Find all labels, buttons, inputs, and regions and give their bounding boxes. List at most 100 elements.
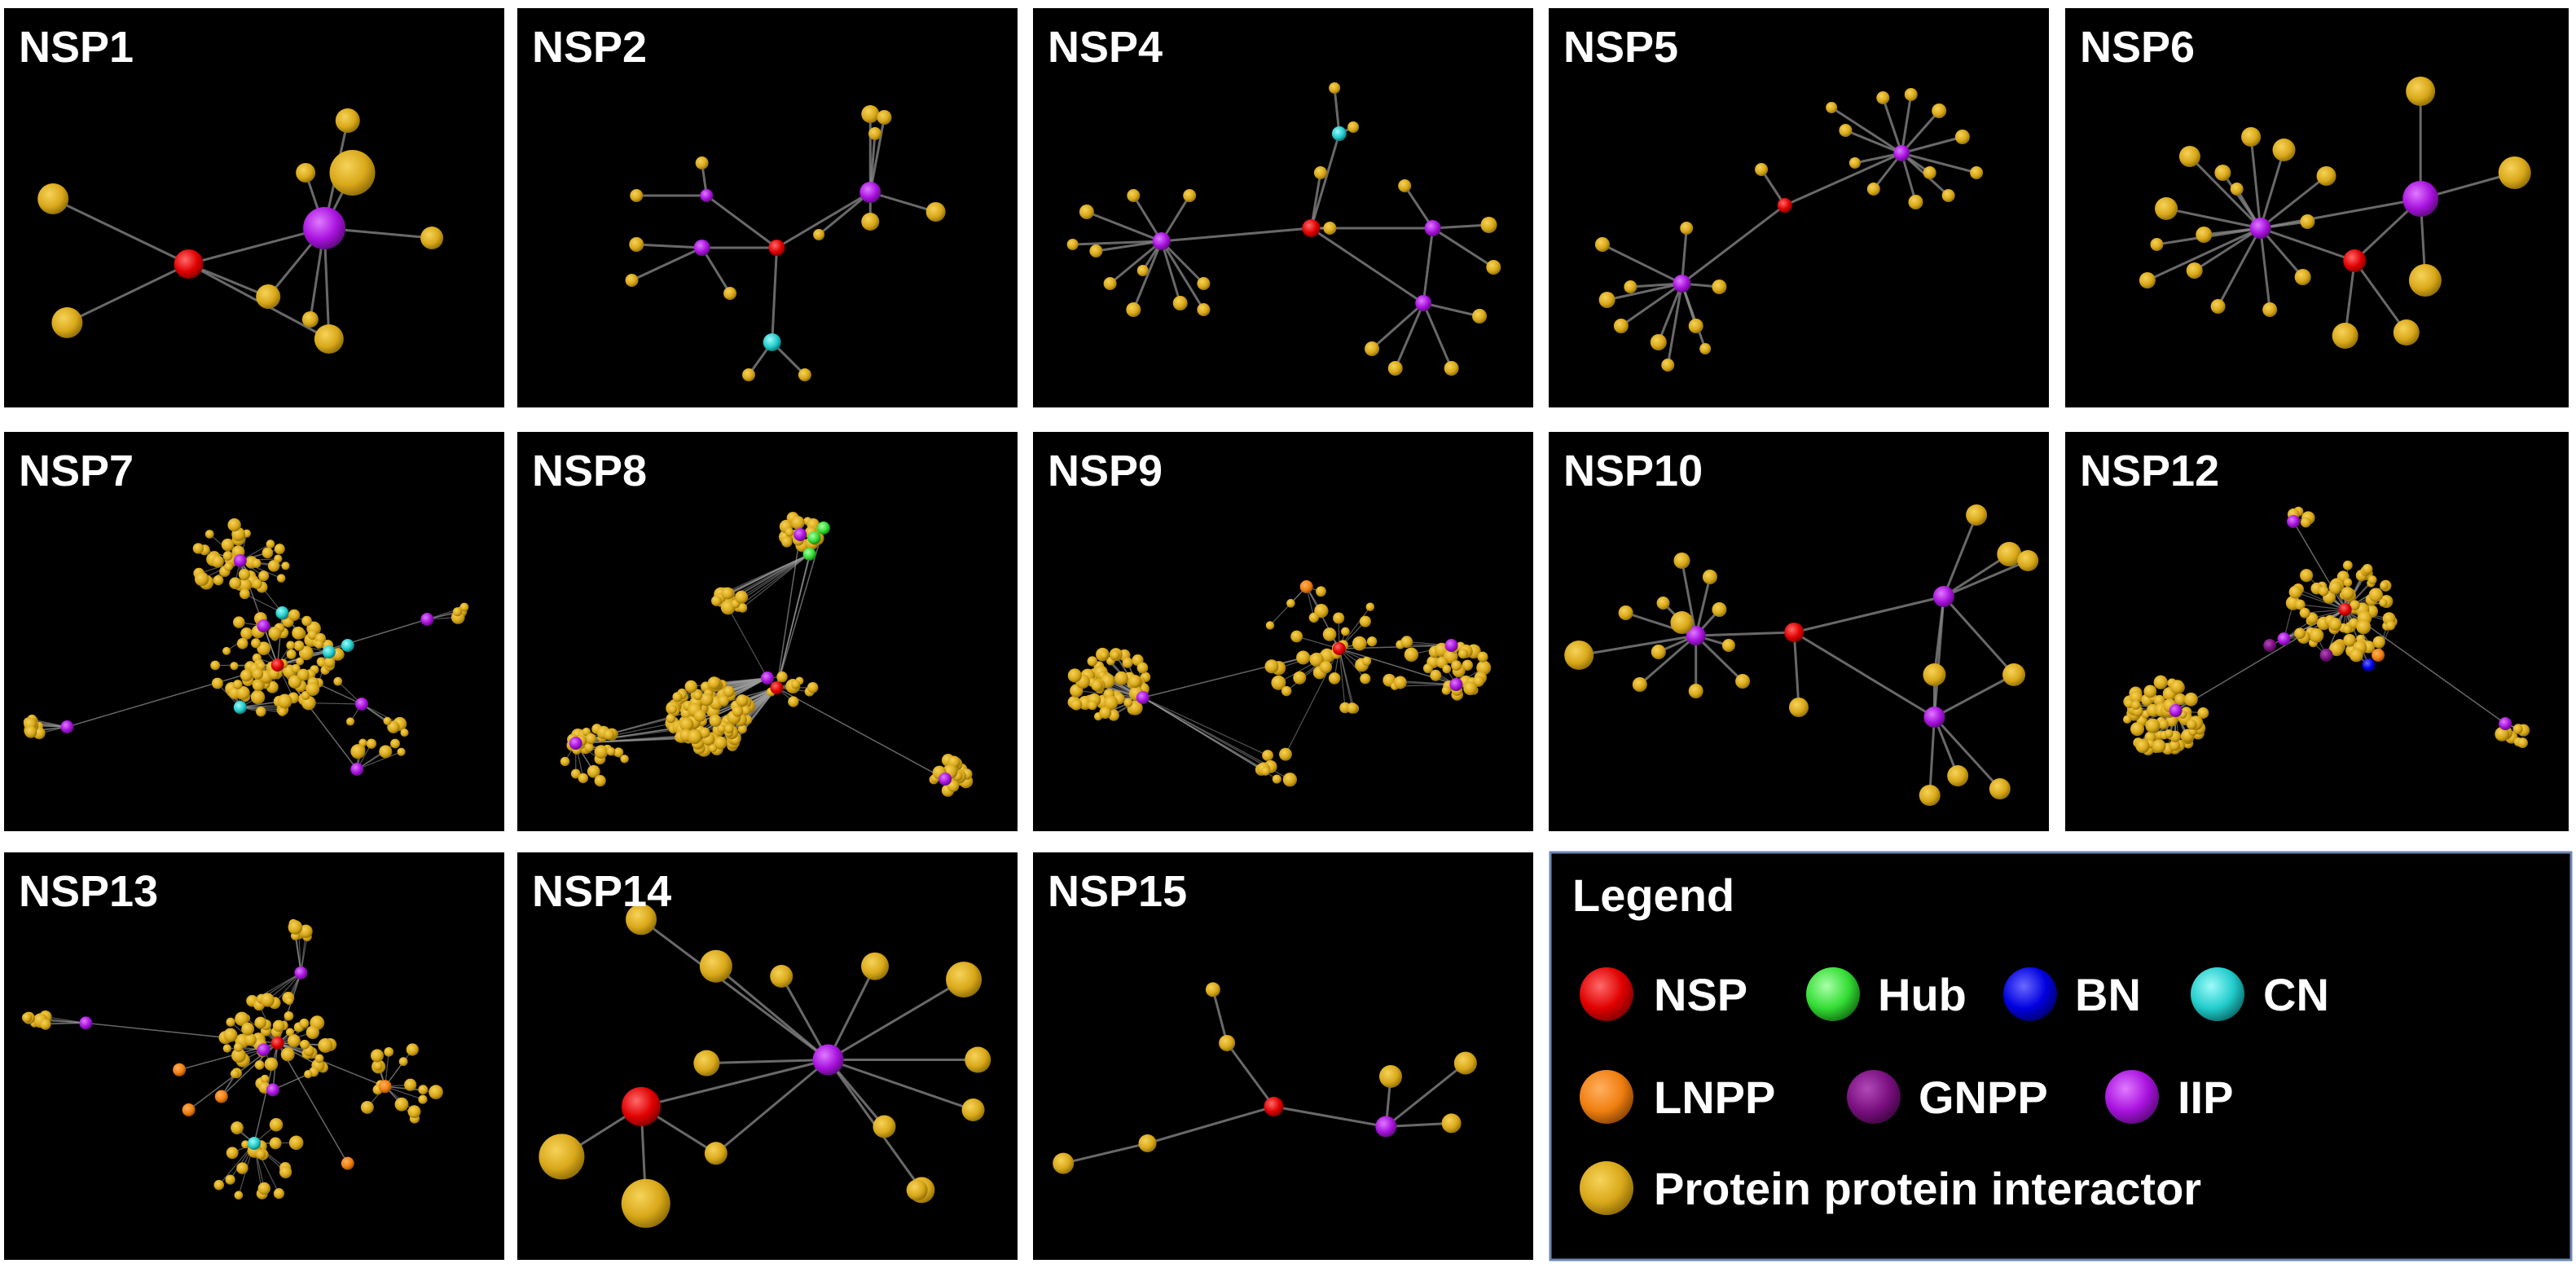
ppi-node xyxy=(267,560,280,572)
ppi-node xyxy=(2002,663,2026,686)
ppi-node xyxy=(735,590,749,604)
ppi-node xyxy=(307,629,318,640)
interaction-edge xyxy=(827,966,877,1061)
node-group xyxy=(37,108,444,354)
ppi-node xyxy=(230,662,239,671)
ppi-node xyxy=(2214,165,2231,181)
ppi-node xyxy=(1360,673,1371,685)
ppi-node xyxy=(1876,91,1890,104)
interaction-edge xyxy=(1793,631,1936,719)
ppi-node xyxy=(2294,599,2306,610)
ppi-node xyxy=(2380,581,2389,590)
ppi-node xyxy=(235,685,250,700)
interaction-edge xyxy=(1681,204,1786,285)
interaction-edge xyxy=(2259,227,2271,310)
ppi-node xyxy=(2318,586,2329,597)
ppi-node xyxy=(222,646,231,655)
nsp-node xyxy=(1784,623,1805,642)
ppi-node xyxy=(700,693,714,707)
interaction-edge xyxy=(1784,152,1902,207)
ppi-node xyxy=(714,736,728,750)
ppi-node xyxy=(223,1028,238,1042)
panel-title: NSP7 xyxy=(19,447,134,495)
ppi-node xyxy=(255,1149,266,1160)
ppi-node xyxy=(21,1012,33,1023)
interaction-edge xyxy=(1072,240,1162,246)
nsp-node xyxy=(270,1037,284,1050)
interaction-edge xyxy=(1578,634,1696,657)
iip-node xyxy=(420,613,434,626)
legend-swatch-ppi xyxy=(1580,1161,1633,1215)
ppi-node xyxy=(314,324,344,354)
ppi-node xyxy=(299,1018,310,1028)
ppi-node xyxy=(287,1034,301,1048)
ppi-node xyxy=(284,997,293,1006)
ppi-node xyxy=(798,368,811,381)
ppi-node xyxy=(2309,627,2324,643)
ppi-node xyxy=(2294,269,2311,285)
interaction-edge xyxy=(1160,240,1205,310)
ppi-node xyxy=(1680,222,1694,235)
ppi-node xyxy=(1323,222,1337,235)
iip-node xyxy=(60,720,74,733)
interaction-edge xyxy=(2354,260,2408,333)
ppi-node xyxy=(194,571,209,587)
iip-node xyxy=(812,1044,844,1076)
ppi-node xyxy=(292,626,306,640)
interaction-edge xyxy=(1333,87,1341,134)
ppi-node xyxy=(2328,581,2342,595)
interaction-edge xyxy=(1928,716,1936,796)
ppi-node xyxy=(2145,718,2161,733)
interaction-edge xyxy=(1901,110,1941,154)
ppi-node xyxy=(724,724,734,733)
interaction-edge xyxy=(1386,1121,1452,1128)
panel-background xyxy=(1033,852,1533,1260)
ppi-node xyxy=(2406,77,2436,106)
ppi-node xyxy=(2272,139,2296,161)
ppi-node xyxy=(2299,607,2310,619)
ppi-node xyxy=(384,1046,394,1057)
ppi-node xyxy=(785,527,794,537)
ppi-node xyxy=(277,693,292,709)
ppi-node xyxy=(240,669,253,682)
ppi-node xyxy=(629,237,644,252)
ppi-node xyxy=(741,706,751,715)
ppi-node xyxy=(2367,575,2377,585)
interaction-edge xyxy=(1933,673,2015,719)
interaction-edge xyxy=(1147,1105,1274,1145)
ppi-node xyxy=(252,558,262,569)
ppi-node xyxy=(1480,217,1497,233)
ppi-node xyxy=(288,1135,304,1151)
panel-title: NSP5 xyxy=(1563,23,1678,72)
ppi-node xyxy=(1442,664,1452,674)
iip-node xyxy=(2277,632,2291,645)
panel-title: NSP1 xyxy=(19,23,134,72)
ppi-node xyxy=(1564,641,1594,670)
ppi-node xyxy=(584,742,594,752)
interaction-edge xyxy=(2259,227,2304,278)
node-group xyxy=(1067,580,1492,787)
ppi-node xyxy=(717,724,726,733)
ppi-node xyxy=(2139,272,2156,288)
interaction-edge xyxy=(1394,302,1425,369)
ppi-node xyxy=(906,1179,928,1201)
legend-item-lnpp: LNPP xyxy=(1580,1070,1775,1124)
ppi-node xyxy=(1702,570,1717,584)
ppi-node xyxy=(2341,586,2354,600)
ppi-node xyxy=(723,287,737,300)
ppi-node xyxy=(1197,303,1211,316)
ppi-node xyxy=(737,724,747,734)
network-panel-nsp2: NSP2 xyxy=(517,8,1018,407)
interaction-edge xyxy=(1432,223,1489,230)
lnpp-node xyxy=(378,1080,392,1094)
legend-item-cn: CN xyxy=(2191,967,2329,1021)
interaction-edge xyxy=(1901,135,1963,155)
hub-node xyxy=(816,522,830,535)
nsp-node xyxy=(1302,219,1321,237)
interaction-edge xyxy=(2249,136,2262,229)
ppi-node xyxy=(2153,675,2168,689)
interaction-edge xyxy=(188,227,325,266)
ppi-node xyxy=(861,105,880,123)
ppi-node xyxy=(672,692,683,702)
cn-node xyxy=(763,333,781,351)
